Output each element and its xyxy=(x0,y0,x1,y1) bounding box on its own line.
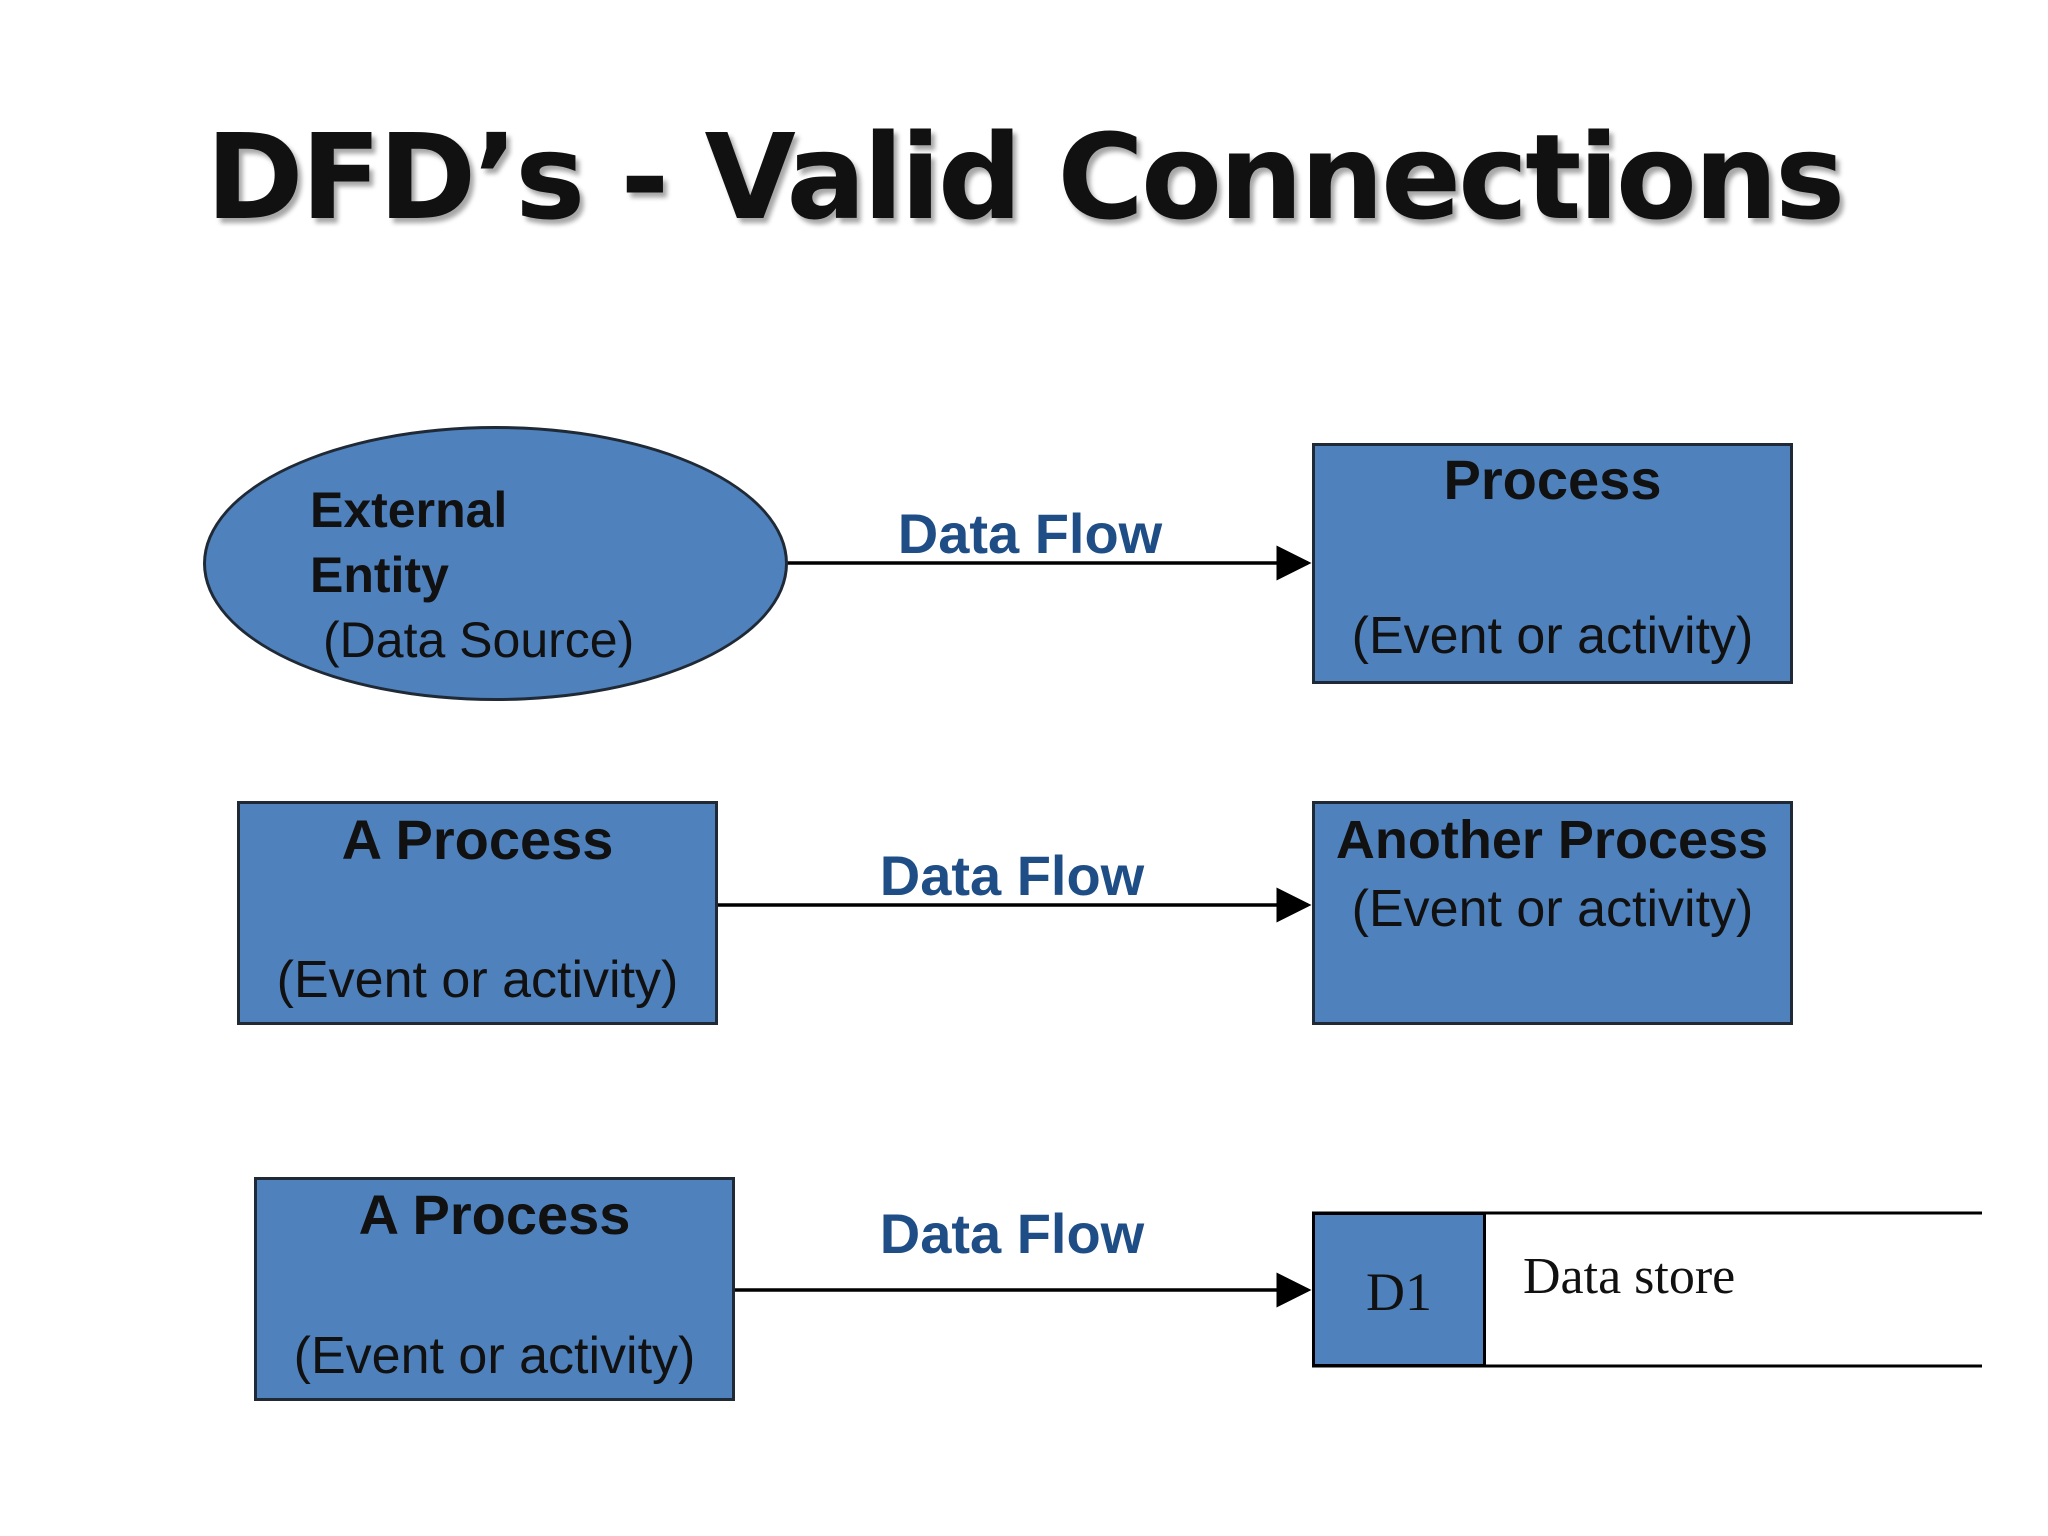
a-process-sublabel-2: (Event or activity) xyxy=(293,1327,696,1385)
data-flow-label-1: Data Flow xyxy=(897,502,1163,565)
another-process-sublabel: (Event or activity) xyxy=(1351,880,1754,938)
data-flow-label-3: Data Flow xyxy=(879,1202,1145,1265)
external-entity-label-line1: External xyxy=(310,482,508,538)
process-box xyxy=(1312,443,1793,684)
a-process-label-2: A Process xyxy=(358,1183,631,1246)
a-process-box-1 xyxy=(237,801,718,1025)
a-process-sublabel-1: (Event or activity) xyxy=(276,951,679,1009)
a-process-box-2 xyxy=(254,1177,735,1401)
data-flow-label-2: Data Flow xyxy=(879,844,1145,907)
data-store-id-box xyxy=(1312,1212,1486,1367)
external-entity-ellipse xyxy=(203,426,788,701)
another-process-label: Another Process xyxy=(1335,810,1769,870)
data-store-label: Data store xyxy=(1523,1248,1736,1305)
a-process-label-1: A Process xyxy=(341,808,614,871)
page-title: DFD’s - Valid Connections xyxy=(205,108,1845,246)
data-store-id: D1 xyxy=(1366,1262,1432,1322)
external-entity-label-line2: Entity xyxy=(310,547,449,603)
external-entity-sublabel: (Data Source) xyxy=(323,612,635,668)
process-sublabel: (Event or activity) xyxy=(1351,607,1754,665)
another-process-box xyxy=(1312,801,1793,1025)
process-label: Process xyxy=(1443,448,1662,511)
